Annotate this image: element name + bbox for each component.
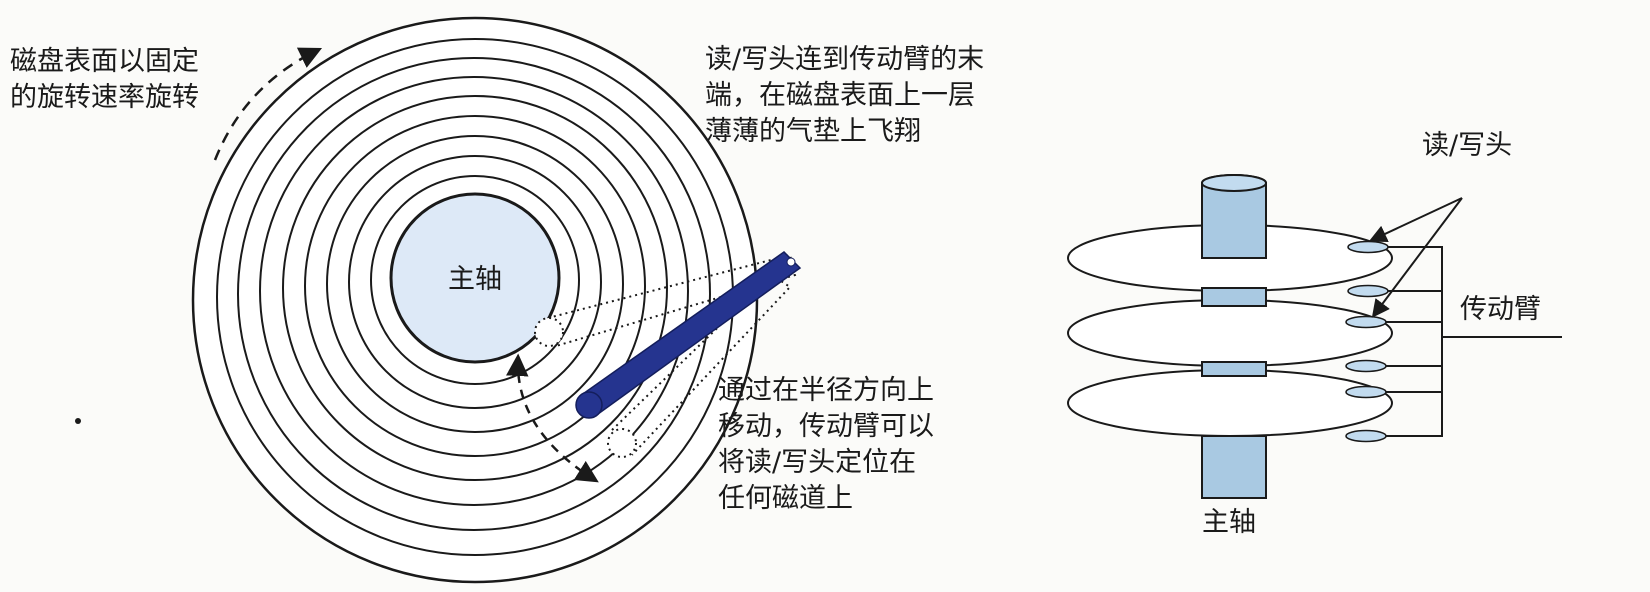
radial-move-arrow [506, 353, 599, 483]
radial-move-caption-line-2: 移动，传动臂可以 [718, 411, 934, 442]
head-flight-caption-line-3: 薄薄的气垫上飞翔 [705, 116, 921, 147]
head-p3-top [1345, 385, 1387, 399]
arm-pivot-icon [786, 257, 796, 267]
side-spindle-upper [1201, 182, 1267, 259]
rotation-caption-line-1: 磁盘表面以固定 [10, 46, 199, 77]
head-p2-bottom [1345, 359, 1387, 373]
top-spindle-label: 主轴 [448, 264, 502, 295]
side-spindle-lower [1201, 435, 1267, 499]
head-flight-caption-line-1: 读/写头连到传动臂的末 [705, 44, 985, 75]
rotation-arrow [213, 47, 323, 161]
ghost-arm-inner [534, 253, 797, 347]
radial-move-caption-line-4: 任何磁道上 [718, 483, 853, 514]
track-ring [237, 57, 711, 531]
track-ring [259, 76, 689, 506]
head-p1-bottom [1347, 284, 1389, 298]
side-arm-label: 传动臂 [1460, 294, 1541, 325]
side-spindle-label: 主轴 [1202, 507, 1256, 538]
track-ring [304, 115, 646, 457]
head-p3-bottom [1345, 429, 1387, 443]
spindle-hub [389, 192, 561, 364]
rotation-caption-line-2: 的旋转速率旋转 [10, 82, 199, 113]
track-ring [326, 135, 624, 433]
radial-move-caption: 通过在半径方向上 移动，传动臂可以 将读/写头定位在 任何磁道上 [718, 373, 934, 517]
track-ring [348, 155, 602, 409]
head-flight-caption-line-2: 端，在磁盘表面上一层 [705, 80, 975, 111]
head-label-pointers [1368, 197, 1463, 318]
ghost-head-outer [607, 428, 637, 458]
side-actuator-arms [1386, 246, 1562, 437]
side-spindle-seg-1 [1201, 287, 1267, 307]
track-rings [216, 38, 734, 556]
side-spindle-seg-2 [1201, 361, 1267, 377]
side-head-label: 读/写头 [1422, 130, 1513, 161]
ghost-head-inner [534, 317, 564, 347]
track-ring [370, 175, 580, 385]
side-platter-2 [1067, 299, 1393, 367]
side-heads [1345, 240, 1389, 443]
side-platter-3 [1067, 369, 1393, 437]
platter-top-view: 主轴 [191, 16, 759, 584]
platter-stack-side-view [1067, 174, 1562, 499]
rotation-caption: 磁盘表面以固定 的旋转速率旋转 [10, 44, 199, 116]
head-flight-caption: 读/写头连到传动臂的末 端，在磁盘表面上一层 薄薄的气垫上飞翔 [705, 42, 984, 150]
actuator-arm [575, 251, 802, 419]
side-spindle-cap [1201, 174, 1267, 192]
stray-dot [75, 418, 81, 424]
track-ring [282, 95, 668, 481]
read-write-head [575, 391, 603, 419]
radial-move-caption-line-1: 通过在半径方向上 [718, 375, 934, 406]
ghost-arm-outer [607, 273, 792, 458]
radial-move-caption-line-3: 将读/写头定位在 [718, 447, 917, 478]
head-p2-top [1345, 315, 1387, 329]
head-p1-top [1347, 240, 1389, 254]
